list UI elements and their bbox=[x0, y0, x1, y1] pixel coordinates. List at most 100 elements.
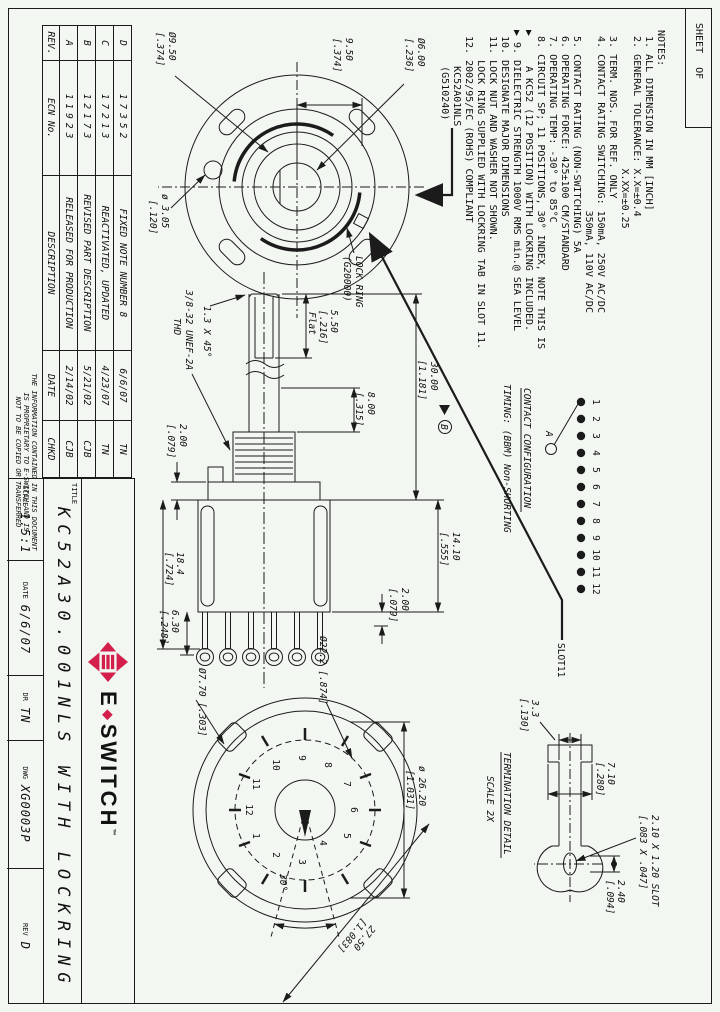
dim-stem-width: 3.3 [.130] bbox=[518, 698, 540, 732]
dwg-value: XG0003P bbox=[18, 785, 32, 843]
dim-diagonal: 27.50 [1.083] bbox=[335, 916, 377, 961]
dim-shaft-dia: Ø6.00 [.236] bbox=[403, 38, 426, 72]
pole-circle bbox=[545, 443, 557, 455]
date-cell: 6/6/07 bbox=[113, 351, 131, 421]
ecn-cell: 17213 bbox=[95, 61, 113, 176]
termination-detail: 7.10 [.280] 3.3 [.130] 2.40 [.094 bbox=[484, 698, 660, 914]
dim-body-length: 14.10 [.555] bbox=[438, 532, 461, 566]
dim-slot: 2.10 X 1.20 SLOT [.083 X .047] bbox=[637, 815, 660, 912]
front-view: 9.50 [.374] Ø6.00 [.236] Ø9.50 [.374] ø … bbox=[147, 32, 566, 678]
desc-cell: REACTIVATED, UPDATED bbox=[95, 176, 113, 351]
position-number: 6 bbox=[590, 484, 601, 490]
position-number: 9 bbox=[590, 535, 601, 541]
desc-cell: RELEASED FOR PRODUCTION bbox=[59, 176, 77, 351]
svg-text:8: 8 bbox=[322, 762, 333, 768]
dim-bushing-dia: Ø9.50 [.374] bbox=[154, 32, 177, 66]
title-block: E ◆ SWITCH ™ TITLE KC52A30.001NLS WITH L… bbox=[7, 478, 135, 1004]
mounting-slots bbox=[218, 108, 376, 266]
scale-cell: SCALE 1.5:1 bbox=[7, 479, 43, 561]
chkd-header: CHKD bbox=[45, 437, 57, 461]
slot11-label: SLOT11 bbox=[555, 643, 566, 678]
drawn-by-cell: DR TN bbox=[7, 676, 43, 741]
revision-table: D 17352 FIXED NOTE NUMBER 8 6/6/07 TN C … bbox=[42, 25, 132, 478]
wiper-line bbox=[553, 403, 579, 446]
lug-ring bbox=[536, 845, 604, 893]
revision-flag-icon bbox=[439, 405, 450, 415]
svg-text:9: 9 bbox=[296, 755, 307, 761]
lock-ring-tab bbox=[352, 212, 370, 230]
dim-bushing-flat: 9.50 [.374] bbox=[331, 38, 354, 72]
position-number: 11 bbox=[590, 566, 601, 578]
date-header: DATE bbox=[43, 351, 59, 421]
svg-text:5: 5 bbox=[341, 833, 352, 839]
position-number: 2 bbox=[590, 416, 601, 422]
rev-value: D bbox=[18, 941, 32, 950]
ecn-cell: 17352 bbox=[113, 61, 131, 176]
svg-text:1: 1 bbox=[250, 833, 261, 839]
position-number: 7 bbox=[590, 501, 601, 507]
rev-cell: B bbox=[77, 26, 95, 61]
svg-text:10: 10 bbox=[270, 759, 281, 771]
dim-flange-thickness: 2.00 [.079] bbox=[165, 424, 188, 458]
contact-dots bbox=[576, 397, 586, 594]
part-title: KC52A30.001NLS WITH LOCKRING bbox=[53, 507, 73, 990]
part-leader bbox=[414, 128, 454, 207]
pole-label: A bbox=[543, 430, 554, 437]
position-number: 12 bbox=[590, 583, 601, 594]
dim-exposed-shaft: 8.00 [.315] bbox=[353, 392, 376, 426]
desc-cell: REVISED PART DESCRIPTION bbox=[77, 176, 95, 351]
dim-end-width: 2.40 [.094] bbox=[604, 880, 626, 914]
chkd-cell: CJB bbox=[77, 421, 95, 477]
svg-text:2: 2 bbox=[270, 852, 281, 858]
contact-configuration-diagram: 1 2 3 4 5 6 7 8 9 10 11 12 bbox=[501, 384, 601, 595]
ecn-cell: 12173 bbox=[77, 61, 95, 176]
dim-lug-length: 6.30 [.248] bbox=[158, 610, 180, 644]
dim-index-angle: 30° bbox=[277, 873, 288, 891]
title-label: TITLE bbox=[70, 483, 78, 505]
title-block-fields: SCALE 1.5:1 DATE 6/6/07 DR TN DWG XG0003… bbox=[7, 479, 43, 1004]
svg-text:6: 6 bbox=[348, 807, 359, 813]
dim-chamfer: 1.3 X 45° bbox=[201, 306, 212, 357]
break-line bbox=[245, 360, 285, 368]
lockring-tab-side bbox=[207, 466, 224, 483]
lock-ring-label: LOCK RING (G20000) bbox=[341, 256, 364, 313]
rev-cell: A bbox=[59, 26, 77, 61]
rev-header: REV. bbox=[43, 26, 59, 61]
flag-note-letter: B bbox=[438, 424, 449, 430]
thread-callout: 3/8-32 UNEF-2A THD bbox=[171, 289, 194, 376]
date-cell-tb: DATE 6/6/07 bbox=[7, 561, 43, 676]
lock-ring-arcs bbox=[232, 122, 362, 252]
dim-diagonal-line bbox=[282, 823, 430, 1003]
switch-body bbox=[197, 499, 331, 613]
description-header: DESCRIPTION bbox=[43, 176, 59, 351]
flag-note-bubble bbox=[438, 420, 452, 434]
contact-config-title: CONTACT CONFIGURATION bbox=[521, 388, 532, 508]
position-number: 4 bbox=[590, 450, 601, 456]
date-cell: 2/14/02 bbox=[59, 351, 77, 421]
position-number: 3 bbox=[590, 433, 601, 439]
lug-cap bbox=[547, 744, 593, 763]
svg-text:3: 3 bbox=[296, 859, 307, 865]
contact-timing: TIMING: (BBM) Non-SHORTING bbox=[501, 384, 512, 533]
svg-text:12: 12 bbox=[243, 804, 254, 815]
rev-cell: C bbox=[95, 26, 113, 61]
position-number: 8 bbox=[590, 518, 601, 524]
dim-overall: 18.4 [.724] bbox=[163, 552, 185, 586]
desc-cell: FIXED NOTE NUMBER 8 bbox=[113, 176, 131, 351]
drawn-by-value: TN bbox=[18, 706, 32, 724]
dim-pcd: Ø22.2 [.874] bbox=[317, 636, 328, 705]
position-number: 1 bbox=[590, 399, 601, 405]
lug-slot-hole bbox=[563, 852, 577, 876]
ecn-cell: 11923 bbox=[59, 61, 77, 176]
dim-shaft-length: 30.00 [1.181] bbox=[416, 360, 439, 400]
svg-text:7: 7 bbox=[341, 781, 352, 787]
dim-flat: 5.50 [.216] Flat bbox=[306, 310, 339, 350]
brand-row: E ◆ SWITCH ™ bbox=[81, 479, 134, 1004]
dim-cap-width: 7.10 [.280] bbox=[594, 762, 616, 796]
brand-diamond-icon: ◆ bbox=[101, 709, 116, 723]
dim-post-dia: Ø7.70 [.303] bbox=[196, 668, 207, 737]
svg-text:11: 11 bbox=[250, 778, 261, 790]
side-view: 30.00 [1.181] B 14.10 [.555] 8.00 bbox=[157, 272, 461, 688]
